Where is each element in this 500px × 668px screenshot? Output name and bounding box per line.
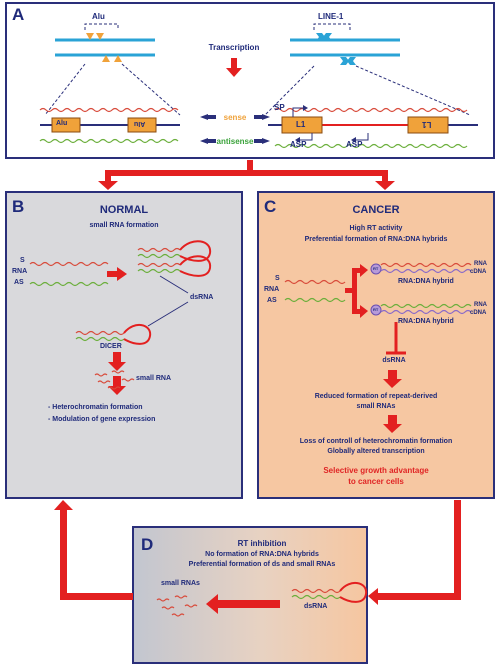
rna-label-top: RNA — [474, 261, 487, 267]
c-rna-label: RNA — [264, 286, 280, 293]
asp-label-1: ASP — [290, 140, 307, 149]
normal-title: NORMAL — [99, 204, 149, 216]
normal-subtitle: small RNA formation — [89, 222, 159, 229]
panel-b — [5, 191, 243, 499]
loop-arrows — [54, 500, 461, 605]
rt-inhibition-sub2: Preferential formation of ds and small R… — [188, 561, 336, 568]
panel-d-label: D — [141, 535, 154, 554]
sp-label: SP — [274, 103, 285, 112]
alu-box-label-1: Alu — [56, 120, 68, 127]
split-arrow — [98, 160, 395, 190]
hybrid-label-bottom: RNA:DNA hybrid — [398, 318, 454, 325]
reduced-line2: small RNAs — [356, 403, 396, 410]
rt-label-top: RT — [373, 266, 379, 271]
panel-d-graphics — [156, 582, 368, 617]
line1-title: LINE-1 — [318, 12, 344, 21]
cdna-label-top: cDNA — [470, 269, 487, 275]
panel-c-graphics — [284, 262, 472, 433]
advantage-line1: Selective growth advantage — [323, 466, 429, 475]
rt-inhibition-sub1: No formation of RNA:DNA hybrids — [205, 551, 319, 558]
b-s-label: S — [20, 257, 25, 264]
rt-label-bottom: RT — [373, 307, 379, 312]
asp-label-2: ASP — [346, 140, 363, 149]
l1-box-label-2: L1 — [422, 120, 432, 129]
panel-b-graphics — [29, 240, 212, 395]
line1-element-row — [268, 105, 478, 149]
rt-inhibition-title: RT inhibition — [237, 539, 287, 548]
b-as-label: AS — [14, 279, 24, 286]
advantage-line2: to cancer cells — [348, 477, 404, 486]
bullet-gene-expression: - Modulation of gene expression — [48, 416, 156, 423]
loss-line2: Globally altered transcription — [327, 448, 425, 455]
cancer-title: CANCER — [352, 204, 400, 216]
panel-d — [132, 526, 368, 664]
b-dsrna-label: dsRNA — [190, 294, 214, 301]
b-rna-label: RNA — [12, 268, 28, 275]
panel-a-label: A — [12, 5, 25, 24]
alu-box-label-2: Alu — [134, 120, 146, 127]
panel-c — [257, 191, 495, 499]
strand-pointers — [200, 114, 270, 144]
small-rnas-label: small RNAs — [161, 580, 200, 587]
dicer-label: DICER — [100, 343, 122, 350]
cdna-label-bottom: cDNA — [470, 310, 487, 316]
panel-c-label: C — [264, 197, 277, 216]
cancer-sub2: Preferential formation of RNA:DNA hybrid… — [304, 236, 448, 243]
transcription-arrow — [226, 58, 242, 77]
l1-box-label-1: L1 — [296, 120, 306, 129]
panel-a — [5, 2, 495, 159]
c-s-label: S — [275, 275, 280, 282]
line1-locus — [264, 23, 471, 116]
c-as-label: AS — [267, 297, 277, 304]
cancer-sub1: High RT activity — [349, 225, 403, 232]
antisense-label: antisense — [216, 137, 254, 146]
loss-line1: Loss of controll of heterochromatin form… — [299, 438, 453, 445]
panel-b-label: B — [12, 197, 25, 216]
sense-label: sense — [223, 113, 247, 122]
reduced-line1: Reduced formation of repeat-derived — [314, 393, 438, 400]
c-dsrna-label: dsRNA — [382, 357, 406, 364]
alu-locus — [44, 23, 181, 116]
rna-label-bottom: RNA — [474, 302, 487, 308]
d-dsrna-label: dsRNA — [304, 603, 328, 610]
bullet-heterochromatin: - Heterochromatin formation — [48, 404, 143, 411]
transcription-label: Transcription — [208, 43, 260, 52]
alu-element-row — [39, 107, 180, 144]
small-rna-label: small RNA — [136, 375, 172, 382]
hybrid-label-top: RNA:DNA hybrid — [398, 278, 454, 285]
alu-title: Alu — [92, 12, 105, 21]
